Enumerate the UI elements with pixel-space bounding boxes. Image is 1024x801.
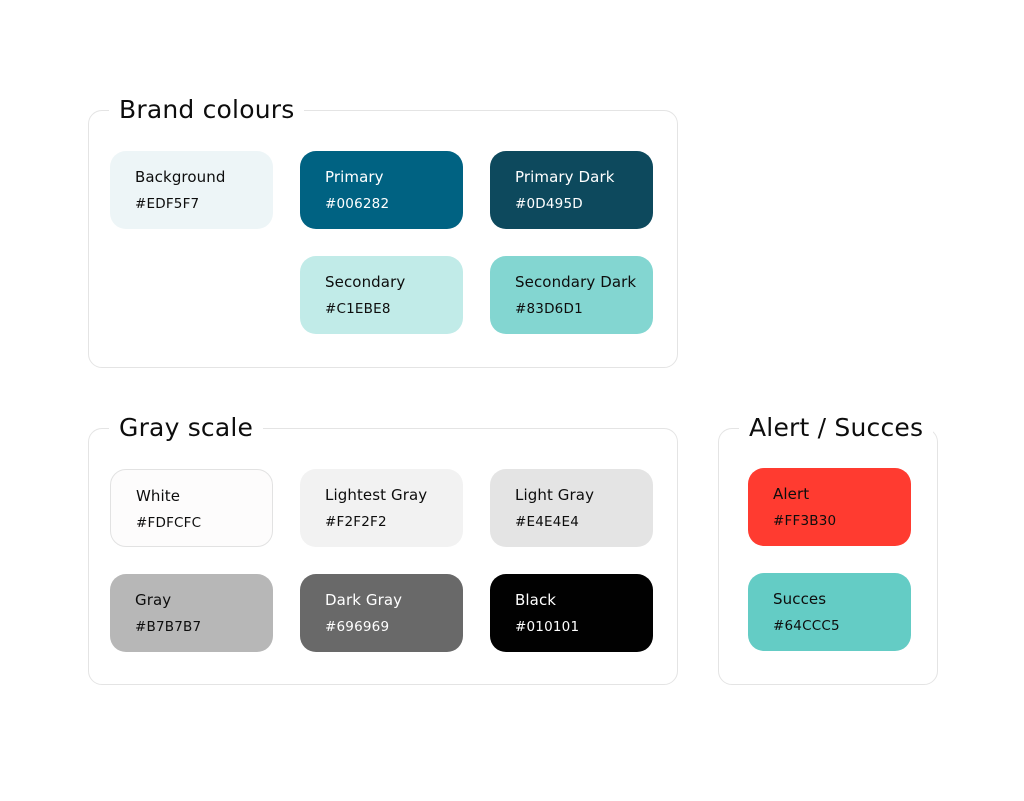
swatch-hex-value: #C1EBE8 — [325, 301, 391, 317]
swatch-hex-value: #696969 — [325, 619, 390, 635]
swatch-label: Background — [135, 168, 226, 186]
swatch-black: Black #010101 — [490, 574, 653, 652]
swatch-label: Succes — [773, 590, 827, 608]
section-title-brand-colours: Brand colours — [109, 92, 305, 128]
swatch-hex-value: #FF3B30 — [773, 513, 837, 529]
swatch-hex-value: #FDFCFC — [136, 515, 202, 531]
swatch-label: Secondary — [325, 273, 406, 291]
swatch-label: Light Gray — [515, 486, 595, 504]
swatch-label: Secondary Dark — [515, 273, 637, 291]
gray-scale-panel: Gray scale White #FDFCFC Lightest Gray #… — [88, 410, 678, 685]
swatch-hex-value: #E4E4E4 — [515, 514, 580, 530]
empty-grid-cell — [110, 256, 273, 334]
swatch-white: White #FDFCFC — [110, 469, 273, 547]
swatch-label: White — [136, 487, 181, 505]
swatch-light-gray: Light Gray #E4E4E4 — [490, 469, 653, 547]
section-title-gray-scale: Gray scale — [109, 410, 264, 446]
swatch-lightest-gray: Lightest Gray #F2F2F2 — [300, 469, 463, 547]
swatch-secondary-dark: Secondary Dark #83D6D1 — [490, 256, 653, 334]
swatch-label: Alert — [773, 485, 810, 503]
swatch-hex-value: #010101 — [515, 619, 580, 635]
swatch-hex-value: #B7B7B7 — [135, 619, 202, 635]
swatch-secondary: Secondary #C1EBE8 — [300, 256, 463, 334]
swatch-label: Black — [515, 591, 557, 609]
swatch-primary-dark: Primary Dark #0D495D — [490, 151, 653, 229]
swatch-label: Primary Dark — [515, 168, 615, 186]
swatch-label: Primary — [325, 168, 384, 186]
swatch-hex-value: #F2F2F2 — [325, 514, 387, 530]
section-title-alert-succes: Alert / Succes — [739, 410, 934, 446]
alert-succes-panel: Alert / Succes Alert #FF3B30 Succes #64C… — [718, 410, 938, 685]
swatch-succes: Succes #64CCC5 — [748, 573, 911, 651]
swatch-background: Background #EDF5F7 — [110, 151, 273, 229]
swatch-gray: Gray #B7B7B7 — [110, 574, 273, 652]
swatch-primary: Primary #006282 — [300, 151, 463, 229]
swatch-label: Gray — [135, 591, 172, 609]
swatch-dark-gray: Dark Gray #696969 — [300, 574, 463, 652]
swatch-alert: Alert #FF3B30 — [748, 468, 911, 546]
swatch-hex-value: #EDF5F7 — [135, 196, 200, 212]
swatch-hex-value: #83D6D1 — [515, 301, 583, 317]
swatch-hex-value: #0D495D — [515, 196, 583, 212]
swatch-hex-value: #64CCC5 — [773, 618, 840, 634]
swatch-label: Dark Gray — [325, 591, 403, 609]
swatch-hex-value: #006282 — [325, 196, 390, 212]
brand-colours-panel: Brand colours Background #EDF5F7 Primary… — [88, 92, 678, 368]
gray-swatch-grid: White #FDFCFC Lightest Gray #F2F2F2 Ligh… — [110, 469, 677, 652]
brand-swatch-grid: Background #EDF5F7 Primary #006282 Prima… — [110, 151, 677, 334]
alert-swatch-column: Alert #FF3B30 Succes #64CCC5 — [748, 468, 937, 651]
swatch-label: Lightest Gray — [325, 486, 428, 504]
